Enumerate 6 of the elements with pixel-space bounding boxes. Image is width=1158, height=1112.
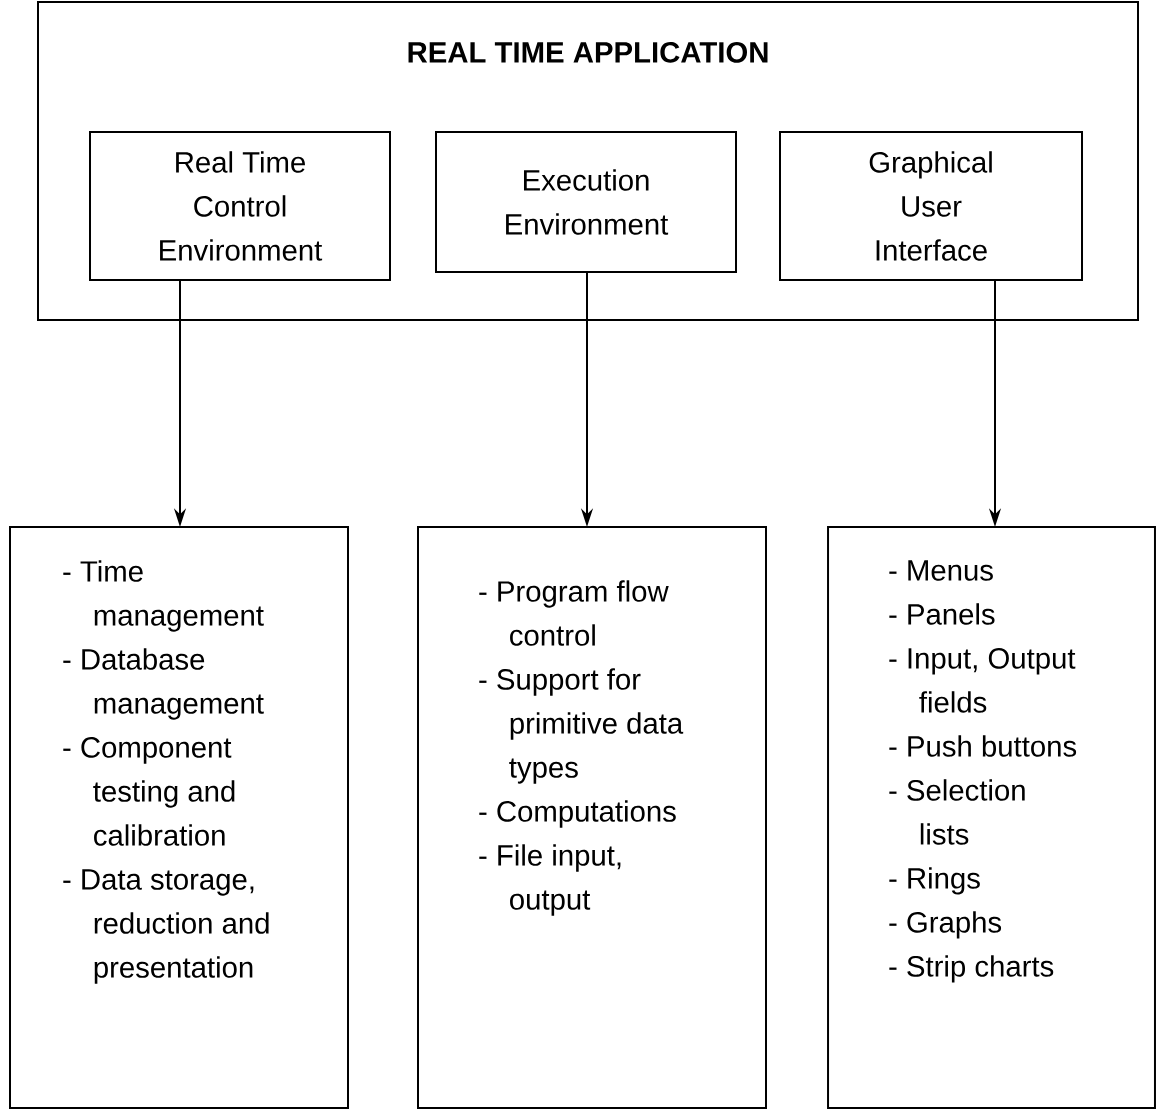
component-box: Execution Environment [435,131,737,273]
component-box: Graphical User Interface [779,131,1083,281]
component-box: Real Time Control Environment [89,131,391,281]
feature-list-box: - Menus - Panels - Input, Output fields - Push buttons - Selection lists - Rings - Graphs - Strip charts [827,525,1156,1110]
feature-list-box: - Time management - Database management - Component testing and calibration - Data storage, reduction and presentation [9,525,349,1110]
feature-list-box: - Program flow control - Support for primitive data types - Computations - File input, output [417,525,767,1110]
